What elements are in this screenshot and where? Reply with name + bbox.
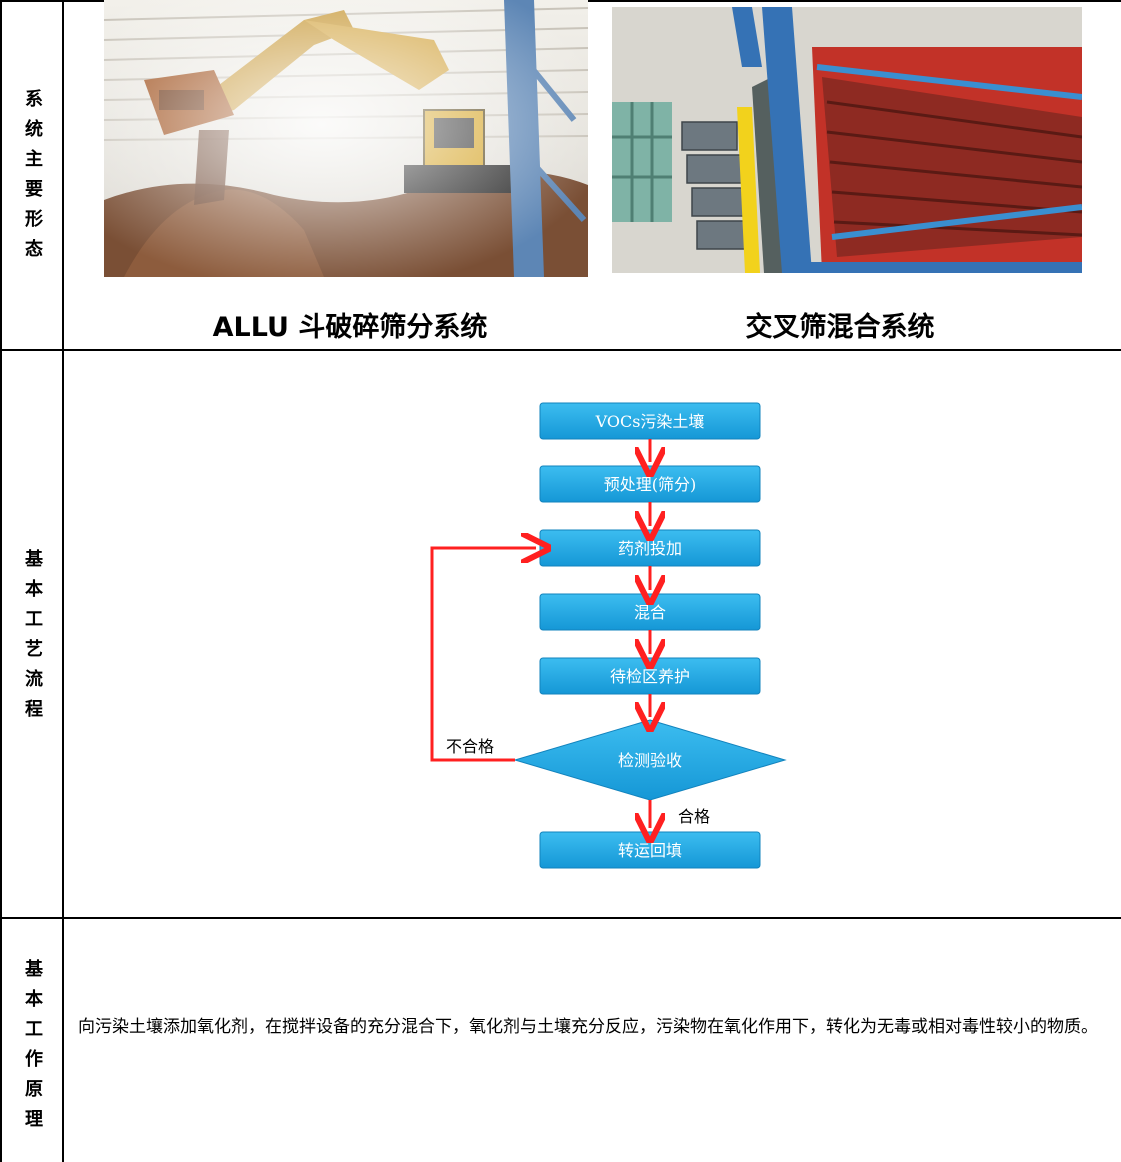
flow-step-4-label: 混合: [634, 603, 666, 622]
flow-final: 转运回填: [539, 831, 761, 869]
fail-label: 不合格: [446, 737, 494, 756]
row-label-process: 基 本 工 艺 流 程: [25, 549, 43, 720]
flow-final-label: 转运回填: [618, 841, 682, 860]
flow-step-1-label: VOCs污染土壤: [595, 412, 705, 431]
table-border-left: [0, 0, 2, 1162]
flow-step-3: 药剂投加: [539, 529, 761, 567]
caption-allu-system: ALLU 斗破碎筛分系统: [212, 312, 488, 343]
flow-step-4: 混合: [539, 593, 761, 631]
pass-label: 合格: [678, 807, 710, 826]
column-divider: [62, 0, 64, 1162]
flow-step-2: 预处理(筛分): [539, 465, 761, 503]
row-label-principle: 基 本 工 作 原 理: [25, 959, 43, 1130]
row-divider-1: [0, 349, 1121, 351]
row-divider-2: [0, 917, 1121, 919]
screen-machine-photo: [612, 7, 1082, 273]
flow-decision: 检测验收: [513, 719, 787, 801]
feedback-loop-arrow: [430, 548, 536, 762]
flow-step-5-label: 待检区养护: [610, 667, 690, 686]
process-flowchart: VOCs污染土壤 预处理(筛分) 药剂投加 混合 待检区养护 检测验收 转运回填…: [430, 402, 787, 869]
flow-step-1: VOCs污染土壤: [539, 402, 761, 440]
flow-step-2-label: 预处理(筛分): [604, 475, 697, 494]
flow-step-3-label: 药剂投加: [618, 539, 682, 558]
flow-decision-label: 检测验收: [618, 751, 682, 770]
row-label-form: 系 统 主 要 形 态: [25, 89, 43, 260]
working-principle-text: 向污染土壤添加氧化剂，在搅拌设备的充分混合下，氧化剂与土壤充分反应，污染物在氧化…: [78, 1017, 1098, 1037]
caption-cross-screen-system: 交叉筛混合系统: [745, 312, 935, 343]
excavator-photo: [104, 0, 588, 277]
flow-step-5: 待检区养护: [539, 657, 761, 695]
